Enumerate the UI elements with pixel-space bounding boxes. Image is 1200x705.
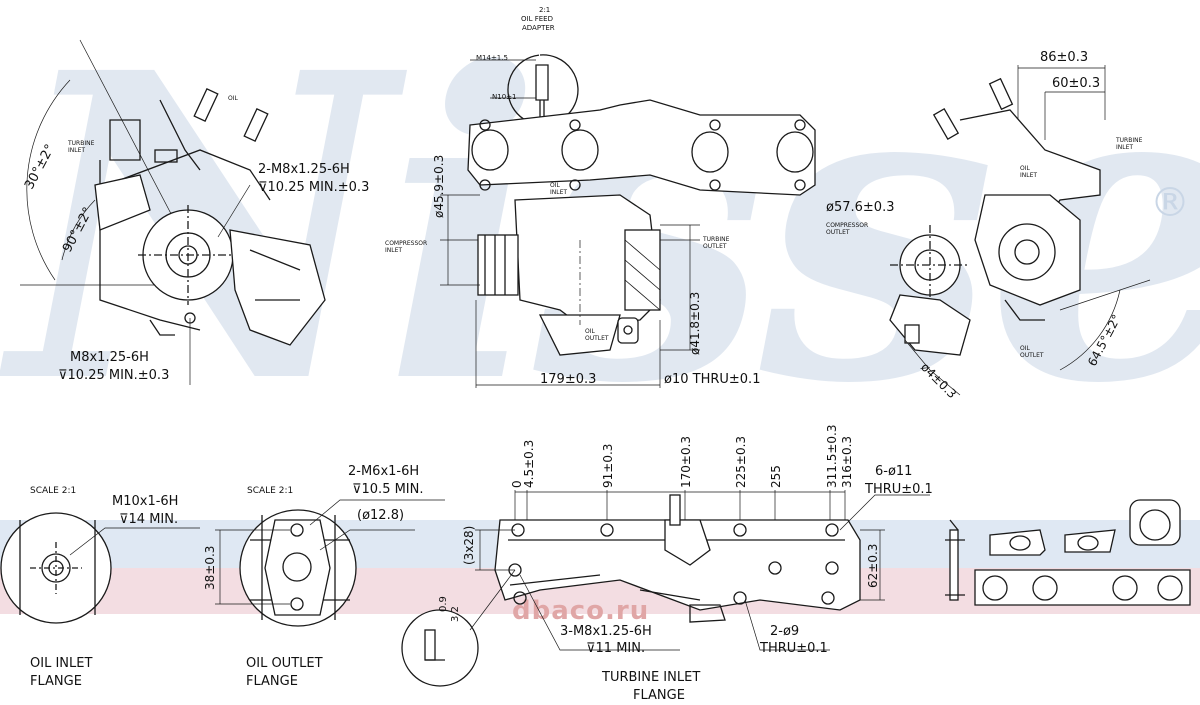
left-thread-top-1: 2-M8x1.25-6H: [258, 162, 350, 177]
dia-418-label: ø41.8±0.3: [688, 291, 702, 355]
tick-4-5: 4.5±0.3: [522, 439, 536, 488]
detail-0-9: 0.9: [438, 596, 449, 612]
right-turbine-inlet-label: TURBINE INLET: [1116, 137, 1143, 151]
right-oil-inlet-label: OIL INLET: [1020, 165, 1038, 179]
gasket-set-drawing: [945, 499, 1191, 606]
compressor-outlet-label: COMPRESSOR OUTLET: [826, 222, 869, 236]
center-oil-outlet-label: OIL OUTLET: [585, 328, 609, 342]
left-turbine-inlet-label: TURBINE INLET: [68, 140, 95, 154]
oil-outlet-thread2: ⊽10.5 MIN.: [352, 482, 424, 497]
left-thread-bot-2: ⊽10.25 MIN.±0.3: [58, 368, 170, 383]
tick-311-5: 311.5±0.3: [825, 424, 839, 489]
oil-outlet-dim-38: 38±0.3: [203, 545, 217, 590]
turbine-holes2-thru: THRU±0.1: [760, 641, 828, 656]
turbine-thread1: 3-M8x1.25-6H: [560, 624, 652, 639]
tick-255: 255: [769, 465, 783, 488]
length-179-label: 179±0.3: [540, 372, 597, 387]
compressor-inlet-label: COMPRESSOR INLET: [385, 240, 428, 254]
center-oil-inlet-label: OIL INLET: [550, 182, 568, 196]
dim-62-label: 62±0.3: [866, 543, 880, 588]
dim-86-label: 86±0.3: [1040, 50, 1089, 65]
turbine-holes-thru: THRU±0.1: [865, 482, 933, 497]
oil-feed-scale: 2:1: [539, 6, 551, 14]
center-turbo-view: [440, 54, 816, 388]
oil-inlet-flange-drawing: [0, 512, 200, 624]
oil-inlet-thread2: ⊽14 MIN.: [119, 512, 179, 527]
left-thread-top-2: ⊽10.25 MIN.±0.3: [258, 180, 370, 195]
turbine-holes2: 2-ø9: [770, 624, 800, 639]
turbine-title1: TURBINE INLET: [602, 670, 701, 685]
left-thread-bot-1: M8x1.25-6H: [70, 350, 149, 365]
oil-outlet-thread1: 2-M6x1-6H: [348, 464, 420, 479]
oil-feed-thread2: N10±1: [492, 93, 517, 101]
oil-feed-line1: OIL FEED: [521, 15, 553, 23]
thru-10-label: ø10 THRU±0.1: [664, 372, 761, 387]
turbine-inlet-flange-drawing: [401, 490, 930, 687]
right-oil-outlet-label: OIL OUTLET: [1020, 345, 1044, 359]
right-turbo-view: [889, 65, 1151, 396]
left-oil-label: OIL: [228, 95, 238, 102]
oil-inlet-thread1: M10x1-6H: [112, 494, 179, 509]
oil-inlet-title1: OIL INLET: [30, 656, 93, 671]
dim-60-label: 60±0.3: [1052, 76, 1101, 91]
turbine-outlet-label: TURBINE OUTLET: [703, 236, 730, 250]
dim-3x28-label: (3x28): [462, 525, 476, 565]
oil-feed-line2: ADAPTER: [522, 24, 555, 32]
turbine-holes-label: 6-ø11: [875, 464, 913, 479]
oil-outlet-dia: (ø12.8): [357, 508, 405, 523]
oil-feed-thread1: M14±1.5: [476, 54, 508, 62]
tick-91: 91±0.3: [601, 443, 615, 488]
left-turbo-view: [20, 39, 326, 385]
dia-576-label: ø57.6±0.3: [826, 200, 895, 215]
tick-225: 225±0.3: [734, 435, 748, 488]
oil-outlet-title1: OIL OUTLET: [246, 656, 323, 671]
turbine-title2: FLANGE: [633, 688, 685, 703]
dia-459-label: ø45.9±0.3: [432, 154, 446, 218]
tick-316: 316±0.3: [840, 435, 854, 488]
oil-outlet-title2: FLANGE: [246, 674, 298, 689]
registered-mark: ®: [1150, 180, 1190, 226]
oil-outlet-flange-drawing: [215, 499, 445, 627]
site-stamp: dbaco.ru: [512, 596, 650, 626]
oil-inlet-scale: SCALE 2:1: [30, 486, 77, 496]
tick-170: 170±0.3: [679, 435, 693, 488]
turbine-thread2: ⊽11 MIN.: [586, 641, 646, 656]
oil-outlet-scale: SCALE 2:1: [247, 486, 294, 496]
oil-inlet-title2: FLANGE: [30, 674, 82, 689]
